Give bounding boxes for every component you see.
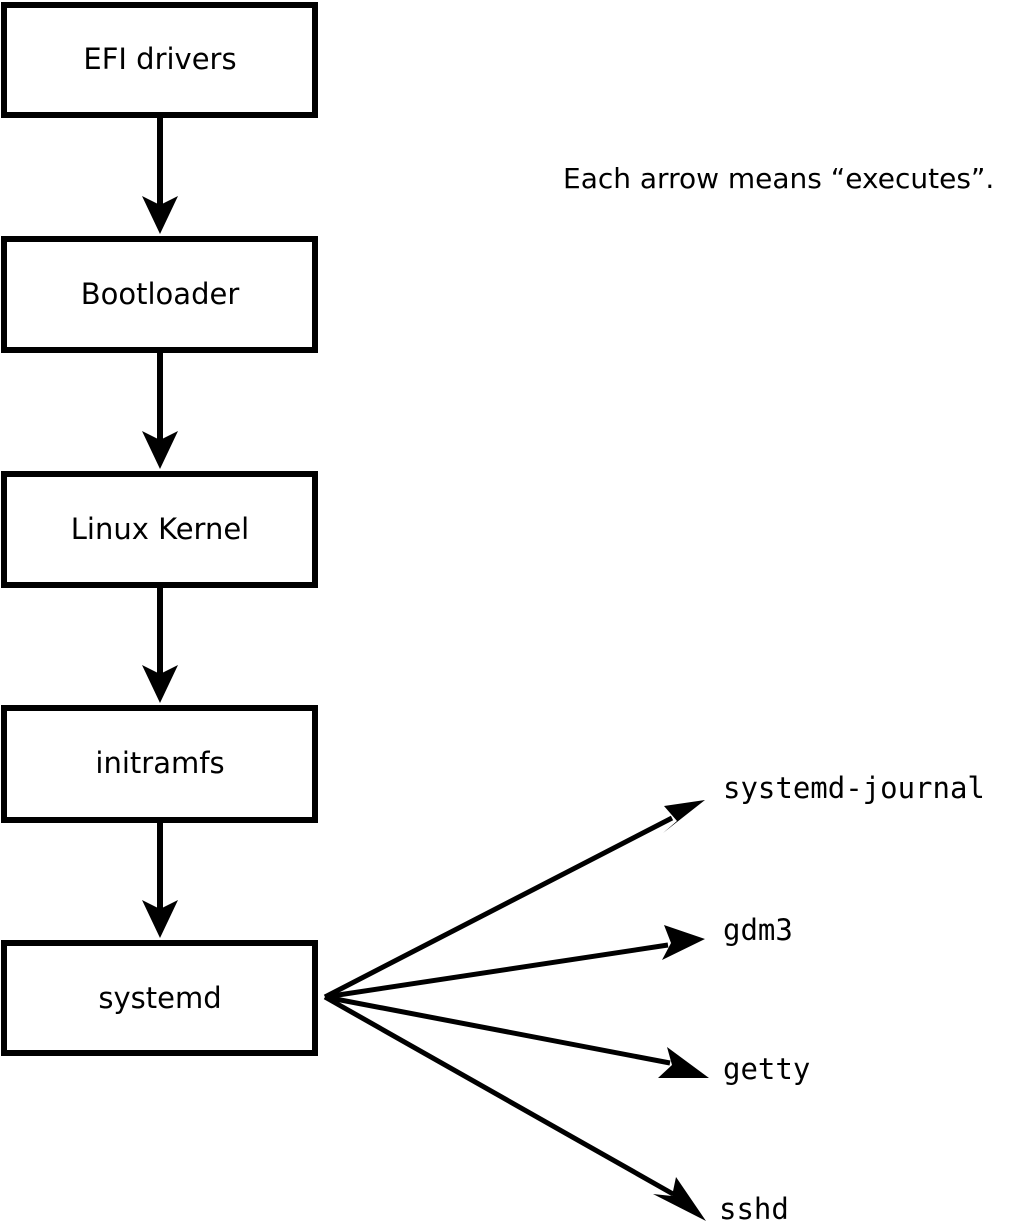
service-label-sshd: sshd [719,1192,789,1226]
arrow-head-down [142,196,178,234]
boot-chain-group: EFI drivers Bootloader Linux Kernel init… [1,2,318,1056]
node-initramfs-label: initramfs [95,746,224,780]
arrow-shaft [324,942,669,1000]
node-initramfs[interactable]: initramfs [1,705,318,823]
chain-arrows-group [142,118,178,938]
arrow-systemd-to-getty [324,994,709,1078]
arrow-systemd-to-gdm3 [324,925,705,1000]
node-efi-drivers[interactable]: EFI drivers [1,2,318,118]
node-systemd-label: systemd [98,981,221,1015]
arrow-shaft [324,994,671,1066]
node-systemd[interactable]: systemd [1,940,318,1056]
node-efi-drivers-label: EFI drivers [83,42,236,76]
node-initramfs-rect [1,705,318,823]
node-linux-kernel[interactable]: Linux Kernel [1,471,318,588]
arrow-systemd-to-sshd [323,994,706,1221]
arrow-bootloader-to-linux-kernel [142,353,178,469]
node-efi-drivers-rect [1,2,318,118]
arrow-head-down [142,665,178,703]
node-bootloader-label: Bootloader [81,277,240,311]
arrow-systemd-to-systemd-journal [323,800,705,1000]
arrow-head-diagonal [662,925,705,960]
arrow-efi-drivers-to-bootloader [142,118,178,234]
arrow-shaft [323,994,675,1197]
node-linux-kernel-label: Linux Kernel [71,512,249,546]
arrow-linux-kernel-to-initramfs [142,588,178,703]
arrow-head-down [142,900,178,938]
arrow-head-diagonal [658,1047,709,1078]
service-label-gdm3: gdm3 [723,913,793,947]
service-label-getty: getty [723,1052,810,1086]
node-bootloader-rect [1,236,318,353]
arrow-shaft [323,815,674,1000]
arrow-head-diagonal [653,1177,706,1221]
service-arrows-group [323,800,709,1221]
node-bootloader[interactable]: Bootloader [1,236,318,353]
diagram-caption: Each arrow means “executes”. [563,162,994,195]
arrow-head-down [142,431,178,469]
service-labels-group: systemd-journal gdm3 getty sshd [719,771,985,1226]
node-systemd-rect [1,940,318,1056]
arrow-initramfs-to-systemd [142,823,178,938]
arrow-head-diagonal [663,800,705,833]
node-linux-kernel-rect [1,471,318,588]
service-label-systemd-journal: systemd-journal [723,771,985,805]
